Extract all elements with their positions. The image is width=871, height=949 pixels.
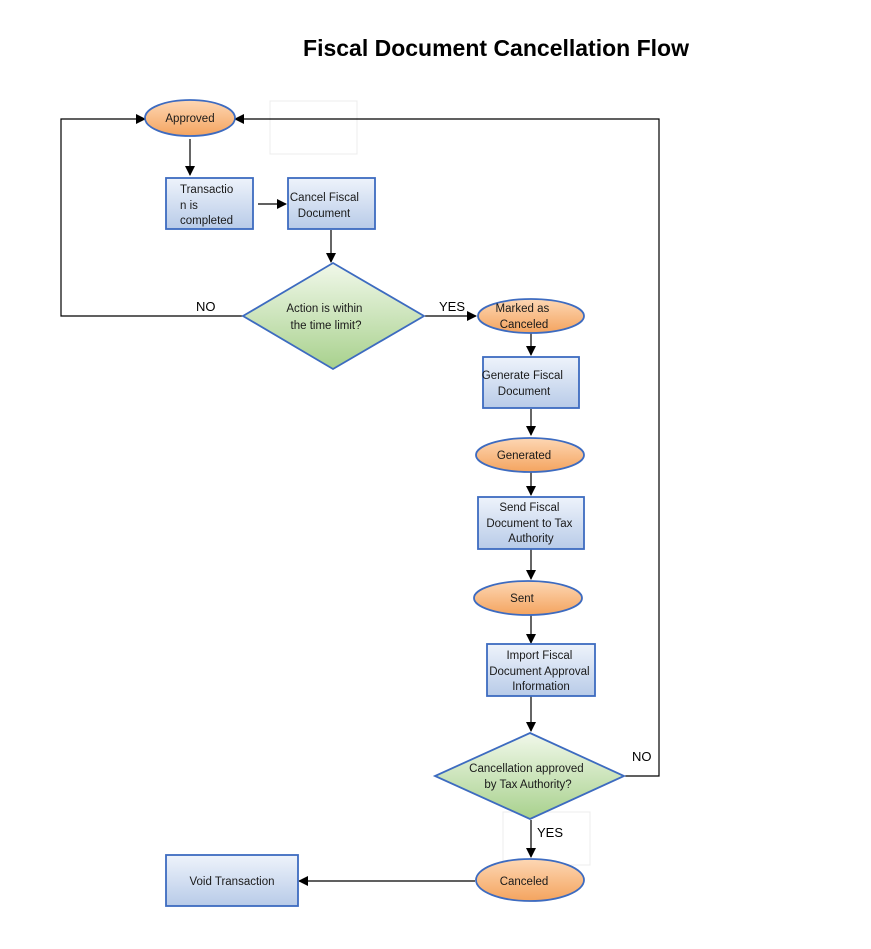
node-label-line: Information	[512, 681, 570, 693]
node-label-line: Transactio	[180, 184, 233, 196]
edge-decision-no-to-approved	[60, 114, 243, 317]
node-label-line: Void Transaction	[189, 876, 274, 888]
node-label-line: Import Fiscal	[506, 650, 572, 662]
node-label-line: Canceled	[500, 876, 549, 888]
svg-text:Canceled: Canceled	[500, 876, 549, 888]
node-label-line: Document Approval	[489, 666, 589, 678]
svg-text:Generated: Generated	[497, 450, 551, 462]
state-generated: Generated	[475, 437, 585, 473]
edge-label-approval-no: NO	[632, 749, 652, 764]
diagram-title: Fiscal Document Cancellation Flow	[303, 35, 689, 61]
process-generate-fiscal-document: Generate Fiscal Document	[482, 356, 580, 409]
svg-text:Void Transaction: Void Transaction	[189, 876, 274, 888]
svg-text:Import Fiscal Document A: Import Fiscal Document Approval Informat…	[489, 650, 593, 693]
svg-text:Cancellation approved by: Cancellation approved by Tax Authority?	[469, 763, 587, 791]
state-approved: Approved	[144, 99, 236, 137]
connectors	[60, 114, 660, 886]
edge-label-time-limit-no: NO	[196, 299, 216, 314]
node-label-line: Send Fiscal	[499, 502, 559, 514]
node-label-line: Document	[298, 208, 351, 220]
process-void-transaction: Void Transaction	[165, 854, 299, 907]
node-label-line: Action is within	[286, 303, 362, 315]
node-label-line: Approved	[165, 113, 214, 125]
node-label-line: Document to Tax	[486, 518, 572, 530]
state-marked-as-canceled: Marked as Canceled	[477, 298, 585, 334]
svg-text:Approved: Approved	[165, 113, 214, 125]
edge-label-time-limit-yes: YES	[439, 299, 465, 314]
node-label-line: Generated	[497, 450, 551, 462]
node-label-line: Sent	[510, 593, 534, 605]
node-label-line: Marked as	[496, 303, 550, 315]
process-import-approval-info: Import Fiscal Document Approval Informat…	[486, 643, 596, 697]
node-label-line: Canceled	[500, 319, 549, 331]
node-label-line: Cancellation approved	[469, 763, 583, 775]
node-label-line: the time limit?	[291, 320, 362, 332]
svg-text:Action is within the tim: Action is within the time limit?	[286, 303, 365, 332]
state-sent: Sent	[473, 580, 583, 616]
svg-text:Sent: Sent	[510, 593, 534, 605]
decision-time-limit: Action is within the time limit?	[241, 261, 426, 371]
process-send-fiscal-document: Send Fiscal Document to Tax Authority	[477, 496, 585, 550]
svg-text:Cancel Fiscal Document: Cancel Fiscal Document	[290, 192, 362, 220]
svg-text:Transactio n is co: Transactio n is completed	[180, 184, 236, 227]
empty-placeholder-box	[269, 100, 358, 155]
edge-approval-no-to-approved	[234, 114, 660, 777]
process-transaction-completed: Transactio n is completed	[165, 177, 254, 230]
svg-text:Marked as Canceled: Marked as Canceled	[496, 303, 553, 331]
state-canceled: Canceled	[475, 858, 585, 902]
node-label-line: Cancel Fiscal	[290, 192, 359, 204]
node-label-line: Document	[498, 386, 551, 398]
node-label-line: Authority	[508, 533, 554, 545]
node-label-line: Generate Fiscal	[482, 370, 563, 382]
edge-label-approval-yes: YES	[537, 825, 563, 840]
decision-cancellation-approved: Cancellation approved by Tax Authority?	[432, 732, 627, 820]
process-cancel-fiscal-document: Cancel Fiscal Document	[287, 177, 376, 230]
node-label-line: completed	[180, 215, 233, 227]
svg-text:Generate Fiscal Document: Generate Fiscal Document	[482, 370, 566, 398]
node-label-line: by Tax Authority?	[484, 779, 571, 791]
node-label-line: n is	[180, 200, 198, 212]
svg-text:Send Fiscal Document to: Send Fiscal Document to Tax Authority	[486, 502, 575, 545]
